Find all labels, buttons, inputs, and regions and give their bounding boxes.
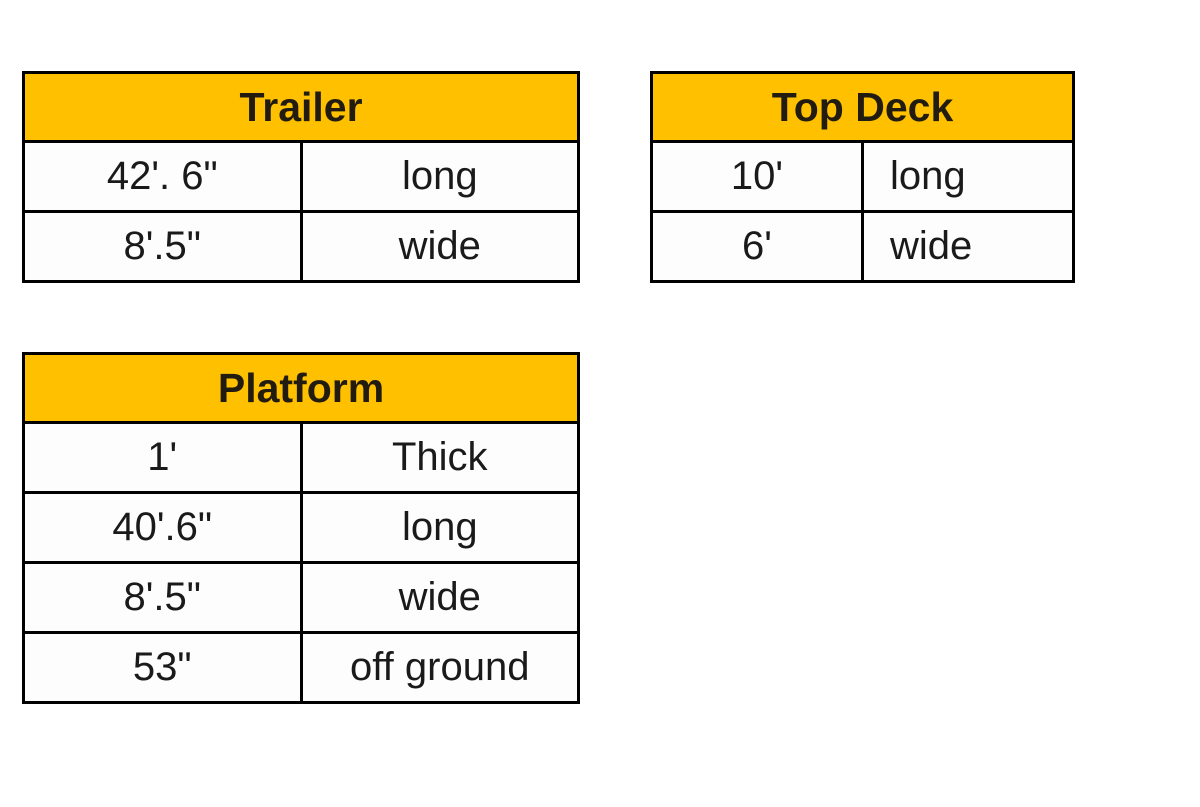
table-row: 40'.6" long	[22, 491, 580, 564]
trailer-table-head: Trailer	[22, 71, 580, 143]
table-row: 53" off ground	[22, 631, 580, 704]
dimension-label: Thick	[299, 421, 580, 494]
top-deck-table-body: 10' long 6' wide	[650, 140, 1075, 283]
table-title: Top Deck	[650, 71, 1075, 143]
table-row: 42'. 6" long	[22, 140, 580, 213]
table-title: Trailer	[22, 71, 580, 143]
table-header-row: Trailer	[22, 71, 580, 143]
dimension-label: long	[299, 491, 580, 564]
table-row: 1' Thick	[22, 421, 580, 494]
measurement-value: 10'	[650, 140, 864, 213]
table-header-row: Platform	[22, 352, 580, 424]
trailer-table: Trailer 42'. 6" long 8'.5" wide	[22, 71, 580, 283]
dimension-label: long	[299, 140, 580, 213]
platform-table-head: Platform	[22, 352, 580, 424]
platform-table-body: 1' Thick 40'.6" long 8'.5" wide 53" off …	[22, 421, 580, 704]
platform-table: Platform 1' Thick 40'.6" long 8'.5" wide…	[22, 352, 580, 704]
measurement-value: 42'. 6"	[22, 140, 303, 213]
dimension-label: wide	[299, 561, 580, 634]
dimension-label: long	[861, 140, 1075, 213]
dimension-label: wide	[861, 210, 1075, 283]
top-deck-table-head: Top Deck	[650, 71, 1075, 143]
measurement-value: 1'	[22, 421, 303, 494]
table-row: 8'.5" wide	[22, 210, 580, 283]
top-deck-table: Top Deck 10' long 6' wide	[650, 71, 1075, 283]
table-row: 6' wide	[650, 210, 1075, 283]
table-row: 10' long	[650, 140, 1075, 213]
table-title: Platform	[22, 352, 580, 424]
dimension-label: off ground	[299, 631, 580, 704]
measurement-value: 53"	[22, 631, 303, 704]
table-row: 8'.5" wide	[22, 561, 580, 634]
measurement-value: 8'.5"	[22, 210, 303, 283]
trailer-table-body: 42'. 6" long 8'.5" wide	[22, 140, 580, 283]
table-header-row: Top Deck	[650, 71, 1075, 143]
measurement-value: 8'.5"	[22, 561, 303, 634]
measurement-value: 6'	[650, 210, 864, 283]
dimension-label: wide	[299, 210, 580, 283]
measurement-value: 40'.6"	[22, 491, 303, 564]
